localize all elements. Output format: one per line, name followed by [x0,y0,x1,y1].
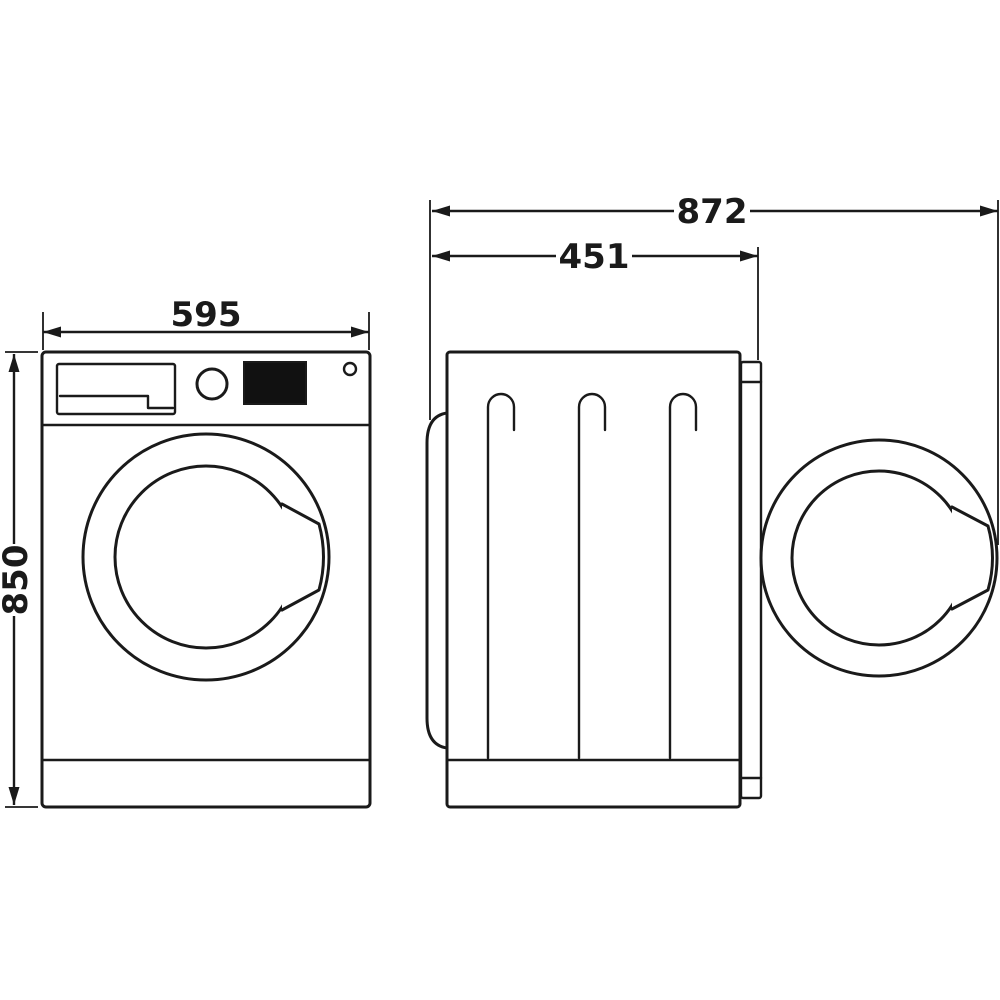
door-outer-ring [81,432,331,682]
dim-depth-total: 872 [429,192,999,545]
dim-height-arrow-bottom [8,787,20,805]
display-screen [243,361,307,405]
front-cabinet-outline [40,350,372,809]
dim-depth-body-arrow-left [432,250,450,262]
open-door-handle [950,505,994,611]
open-door-outer-ring [759,438,999,678]
panel-groove-2 [577,392,607,760]
drawer-handle-detail [58,394,175,410]
dim-height-label: 850 [0,545,36,616]
dim-height-arrow-top [8,354,20,372]
door-handle [280,502,325,612]
back-panel-bulge [425,411,449,750]
program-knob [195,367,229,401]
dim-depth-body-label: 451 [559,237,630,277]
dim-width-label: 595 [171,295,242,335]
door-edge-strip [739,360,763,800]
dim-depth-body-arrow-right [740,250,758,262]
dim-height: 850 [0,351,38,808]
detergent-drawer [55,362,177,416]
power-button [342,361,358,377]
panel-groove-1 [486,392,516,760]
dim-depth-total-label: 872 [677,192,748,232]
dim-depth-total-arrow-left [432,205,450,217]
side-view [425,350,999,809]
dim-depth-body: 451 [432,237,759,360]
dim-width: 595 [42,295,370,350]
door-inner-ring [113,464,299,650]
dim-depth-total-arrow-right [980,205,998,217]
dim-width-arrow-right [351,326,369,338]
front-view [40,350,372,809]
dim-width-arrow-left [43,326,61,338]
panel-groove-3 [668,392,698,760]
